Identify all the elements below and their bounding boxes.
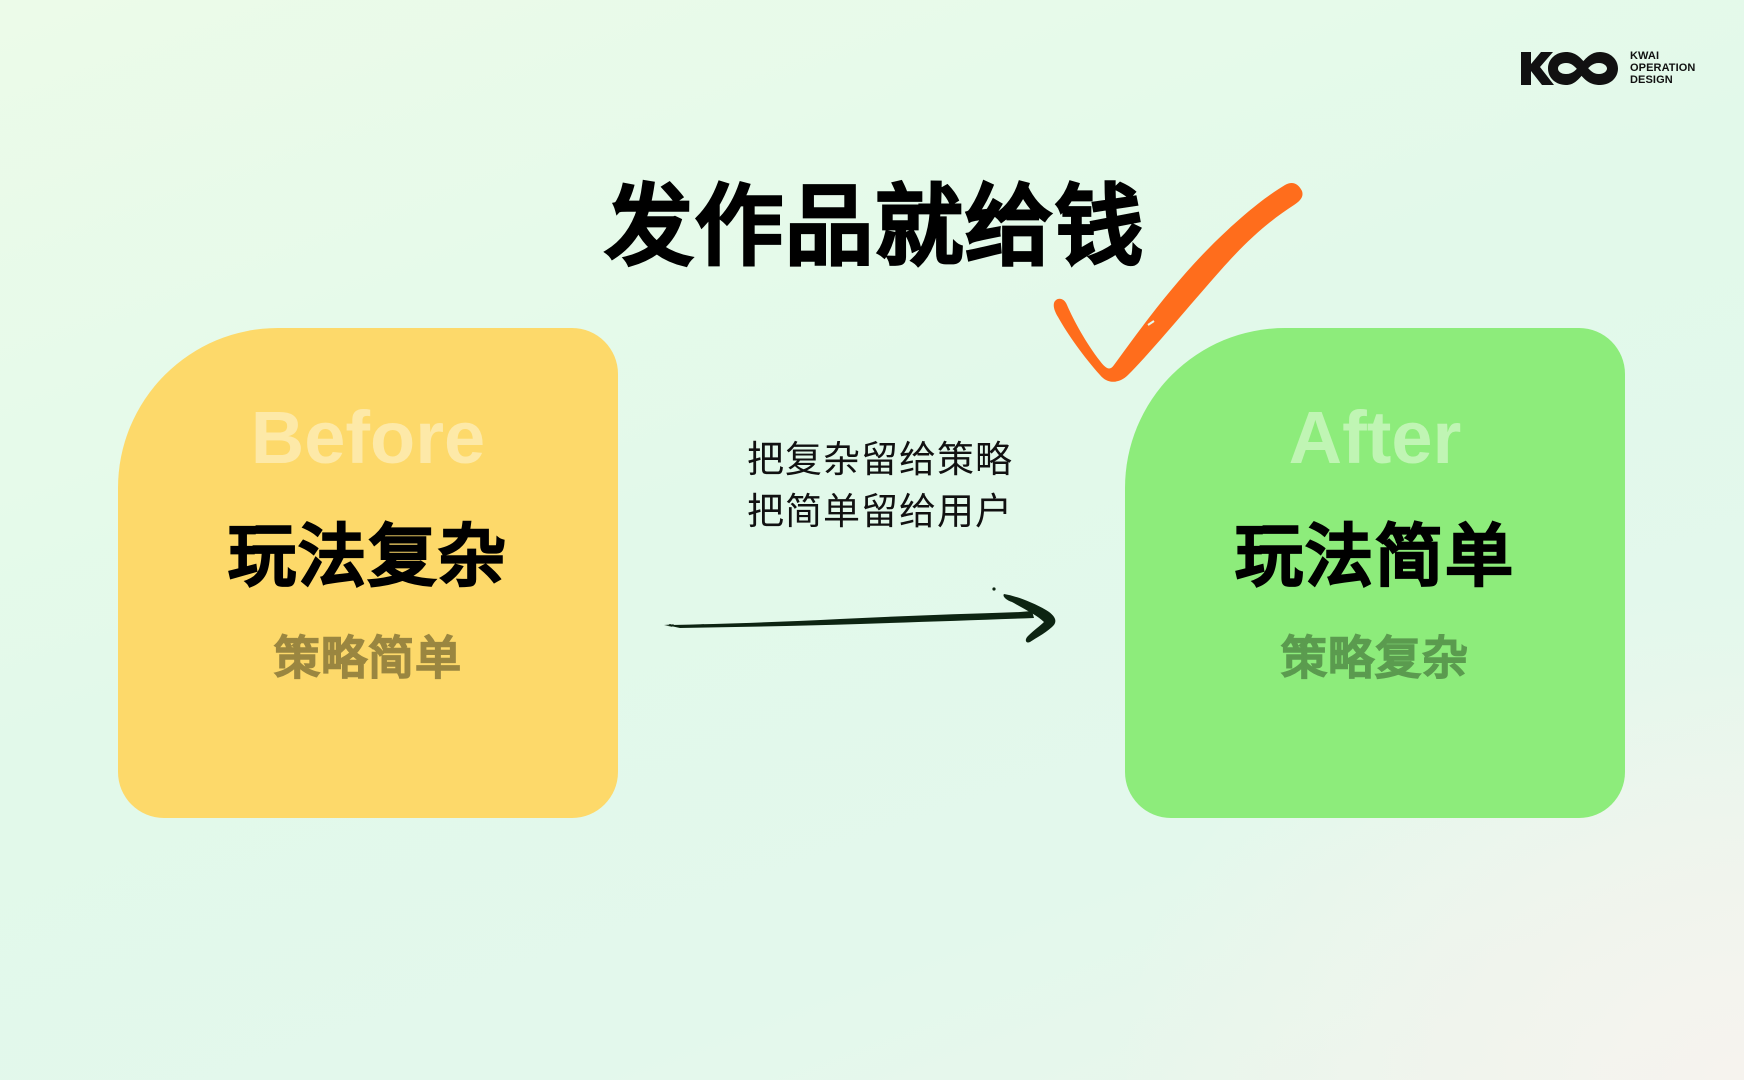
checkmark-icon: [1053, 183, 1303, 382]
caption-line: 把简单留给用户: [747, 490, 1013, 533]
before-label: Before: [250, 396, 486, 479]
koo-logo-icon: [1521, 52, 1618, 85]
after-label: After: [1288, 396, 1462, 479]
transition-caption: 把复杂留给策略 把简单留给用户: [700, 434, 1060, 538]
logo-line: KWAI: [1630, 50, 1660, 62]
brand-logo: KWAI OPERATION DESIGN: [1520, 48, 1695, 88]
caption-line: 把复杂留给策略: [747, 438, 1013, 481]
before-main-text: 玩法复杂: [227, 517, 508, 598]
after-card: After 玩法简单 策略复杂: [1125, 328, 1625, 818]
after-sub-text: 策略复杂: [1281, 631, 1469, 686]
after-main-text: 玩法简单: [1234, 517, 1515, 598]
logo-line: DESIGN: [1630, 74, 1673, 86]
page-title: 发作品就给钱: [604, 174, 1145, 279]
arrow-right-icon: [664, 587, 1056, 643]
logo-wordmark: KWAI OPERATION DESIGN: [1630, 50, 1695, 86]
before-sub-text: 策略简单: [274, 631, 462, 686]
before-card: Before 玩法复杂 策略简单: [118, 328, 618, 818]
logo-line: OPERATION: [1630, 62, 1696, 74]
